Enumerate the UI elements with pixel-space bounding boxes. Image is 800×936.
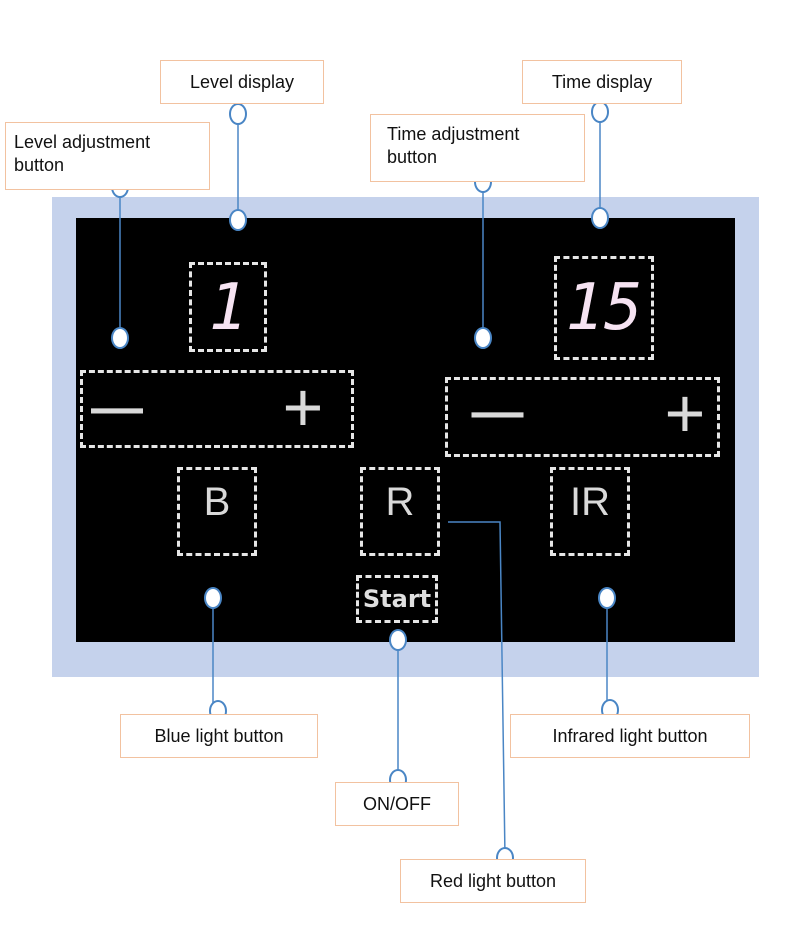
infrared-light-button[interactable] <box>550 467 630 556</box>
time-adjustment-button[interactable] <box>445 377 720 457</box>
callout-level-display: Level display <box>160 60 324 104</box>
control-panel-screen <box>76 218 735 642</box>
marker-level-adjustment-bottom <box>111 327 129 349</box>
marker-level-display-bottom <box>229 209 247 231</box>
blue-light-button[interactable] <box>177 467 257 556</box>
level-plus-button[interactable]: + <box>282 368 324 446</box>
callout-red-light: Red light button <box>400 859 586 903</box>
marker-time-adjustment-bottom <box>474 327 492 349</box>
infrared-light-button-label: IR <box>570 480 610 524</box>
red-light-button[interactable] <box>360 467 440 556</box>
marker-infrared-light-top <box>598 587 616 609</box>
level-adjustment-button[interactable] <box>80 370 354 448</box>
marker-blue-light-top <box>204 587 222 609</box>
leader-red-light <box>448 521 506 858</box>
start-button-label: Start <box>362 585 432 613</box>
marker-time-display-top <box>591 101 609 123</box>
start-button[interactable] <box>356 575 438 623</box>
blue-light-button-label: B <box>203 480 231 524</box>
callout-level-adjustment: Level adjustment button <box>5 122 210 190</box>
time-plus-button[interactable]: + <box>664 374 706 452</box>
callout-time-adjustment: Time adjustment button <box>370 114 585 182</box>
marker-on-off-top <box>389 629 407 651</box>
callout-time-display: Time display <box>522 60 682 104</box>
time-display <box>554 256 654 360</box>
callout-blue-light: Blue light button <box>120 714 318 758</box>
time-display-value: 15 <box>565 271 643 345</box>
callout-on-off: ON/OFF <box>335 782 459 826</box>
marker-time-display-bottom <box>591 207 609 229</box>
marker-level-display-top <box>229 103 247 125</box>
callout-infrared-light: Infrared light button <box>510 714 750 758</box>
level-display-value: 1 <box>208 271 248 345</box>
level-minus-button[interactable]: — <box>91 379 143 437</box>
level-display <box>189 262 267 352</box>
red-light-button-label: R <box>385 480 415 524</box>
time-minus-button[interactable]: — <box>471 383 524 441</box>
